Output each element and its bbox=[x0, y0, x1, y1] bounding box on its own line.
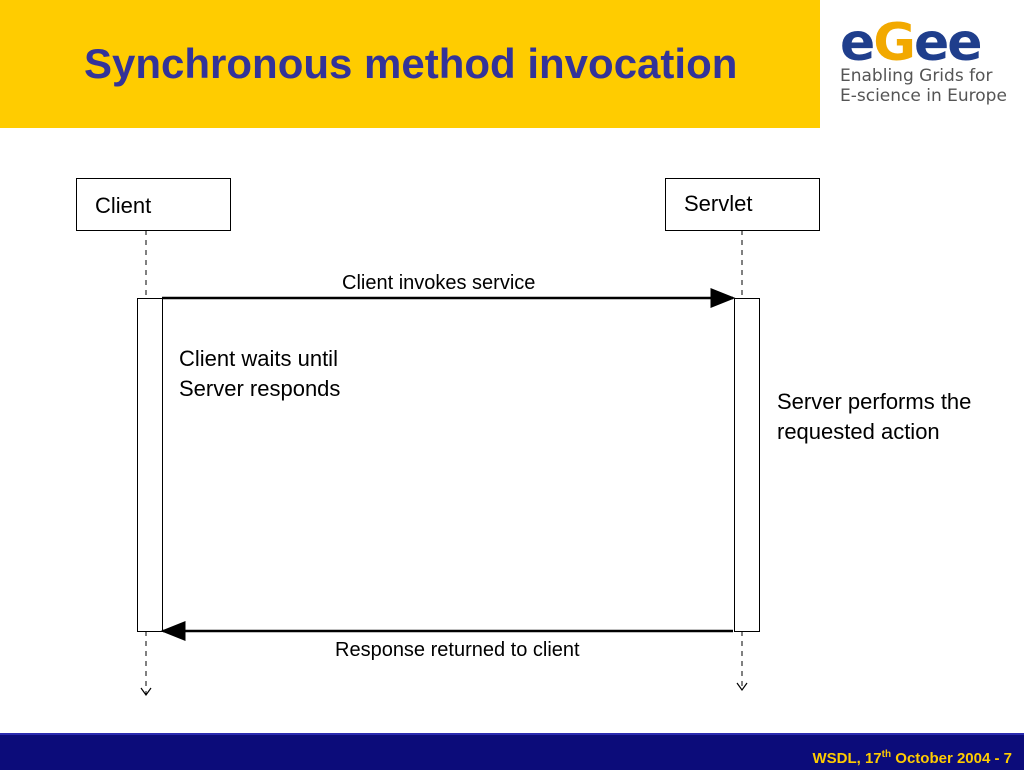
logo-letter-g: G bbox=[873, 13, 916, 73]
slide-title: Synchronous method invocation bbox=[84, 40, 738, 87]
footer-suffix: October 2004 - 7 bbox=[891, 750, 1012, 767]
client-wait-note: Client waits until Server responds bbox=[179, 344, 340, 404]
client-wait-note-line2: Server responds bbox=[179, 376, 341, 401]
egee-logo-mark: eGee bbox=[840, 17, 1010, 69]
request-label: Client invokes service bbox=[342, 272, 536, 294]
server-action-note-line2: requested action bbox=[777, 419, 940, 444]
footer-superscript: th bbox=[881, 749, 892, 760]
response-label: Response returned to client bbox=[335, 639, 580, 661]
footer-text: WSDL, 17th October 2004 - 7 bbox=[812, 749, 1012, 767]
logo-letter-e3: e bbox=[947, 13, 982, 73]
footer-band: WSDL, 17th October 2004 - 7 bbox=[0, 733, 1024, 770]
client-wait-note-line1: Client waits until bbox=[179, 346, 338, 371]
logo-letter-e2: e bbox=[913, 13, 949, 73]
footer-prefix: WSDL, 17 bbox=[812, 750, 882, 767]
header-band bbox=[0, 0, 820, 128]
client-lifeline-end-arrow bbox=[140, 687, 152, 697]
server-action-note-line1: Server performs the bbox=[777, 389, 972, 414]
egee-logo: eGee Enabling Grids for E-science in Eur… bbox=[840, 17, 1010, 120]
server-activation-bar bbox=[734, 298, 760, 632]
client-lifeline-box: Client bbox=[76, 178, 231, 231]
servlet-lifeline-end-arrow bbox=[736, 682, 748, 692]
client-activation-bar bbox=[137, 298, 163, 632]
logo-tagline-1: Enabling Grids for bbox=[840, 66, 993, 86]
servlet-lifeline-box: Servlet bbox=[665, 178, 820, 231]
servlet-label: Servlet bbox=[684, 191, 753, 216]
server-action-note: Server performs the requested action bbox=[777, 387, 971, 447]
logo-letter-e1: e bbox=[840, 13, 875, 73]
logo-tagline-2: E-science in Europe bbox=[840, 86, 1007, 106]
client-label: Client bbox=[95, 193, 152, 218]
